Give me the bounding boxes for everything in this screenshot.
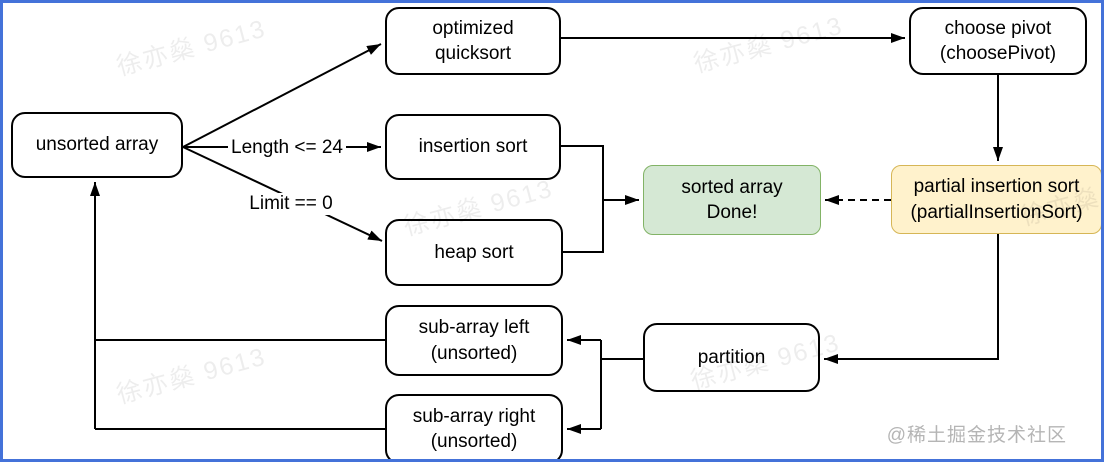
edge-insertion-sort-merge xyxy=(561,145,604,200)
node-unsorted-array: unsorted array xyxy=(11,112,183,178)
node-partial-insertion-sort: partial insertion sort (partialInsertion… xyxy=(891,165,1101,234)
edge-heap-sort-merge xyxy=(563,200,604,253)
node-insertion-sort: insertion sort xyxy=(385,114,561,180)
node-sub-array-right: sub-array right (unsorted) xyxy=(385,394,563,459)
edge-label-length-condition: Length <= 24 xyxy=(228,137,346,159)
community-credit-label: @稀土掘金技术社区 xyxy=(886,425,1067,446)
node-sorted-array-done: sorted array Done! xyxy=(643,165,821,235)
node-sub-array-left: sub-array left (unsorted) xyxy=(385,305,563,376)
edge-label-limit-condition: Limit == 0 xyxy=(246,193,336,215)
node-optimized-quicksort: optimized quicksort xyxy=(385,7,561,75)
edge-partial-insertion-to-partition xyxy=(824,234,999,364)
edge-unsorted-to-optimized-quicksort xyxy=(182,43,382,148)
node-partition: partition xyxy=(643,323,820,392)
node-heap-sort: heap sort xyxy=(385,219,563,286)
node-choose-pivot: choose pivot (choosePivot) xyxy=(909,7,1087,75)
connector-lines xyxy=(90,33,1003,434)
